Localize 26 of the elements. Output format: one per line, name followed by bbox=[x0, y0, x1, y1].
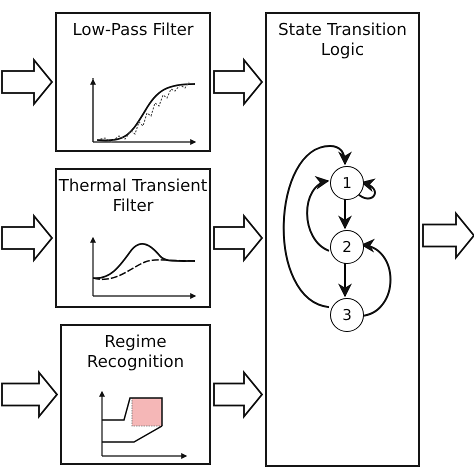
block-arrow bbox=[1, 370, 58, 420]
box-title: Thermal Transient Filter bbox=[58, 176, 208, 216]
block-arrow bbox=[422, 210, 474, 260]
state-number: 2 bbox=[341, 237, 353, 258]
block-arrow bbox=[213, 57, 264, 107]
state-circle bbox=[330, 298, 364, 332]
transition-arrow bbox=[338, 262, 352, 298]
transition-arrow bbox=[356, 180, 376, 200]
box-title: Regime Recognition bbox=[86, 332, 186, 372]
process-box bbox=[55, 12, 211, 152]
box-title: State Transition Logic bbox=[277, 20, 408, 60]
transition-arrow bbox=[338, 198, 352, 230]
state-number: 3 bbox=[341, 305, 353, 326]
box-title: Low-Pass Filter bbox=[71, 20, 195, 40]
process-box bbox=[265, 12, 420, 467]
state-number: 1 bbox=[341, 173, 353, 194]
block-arrow bbox=[213, 370, 264, 420]
block-arrow bbox=[213, 213, 264, 263]
process-box bbox=[55, 168, 211, 308]
block-arrow bbox=[1, 57, 54, 107]
state-circle bbox=[330, 166, 364, 200]
state-circle bbox=[330, 230, 364, 264]
process-box bbox=[60, 324, 211, 465]
block-arrow bbox=[1, 213, 54, 263]
transition-arrow bbox=[282, 145, 352, 308]
transition-arrow bbox=[306, 178, 330, 252]
